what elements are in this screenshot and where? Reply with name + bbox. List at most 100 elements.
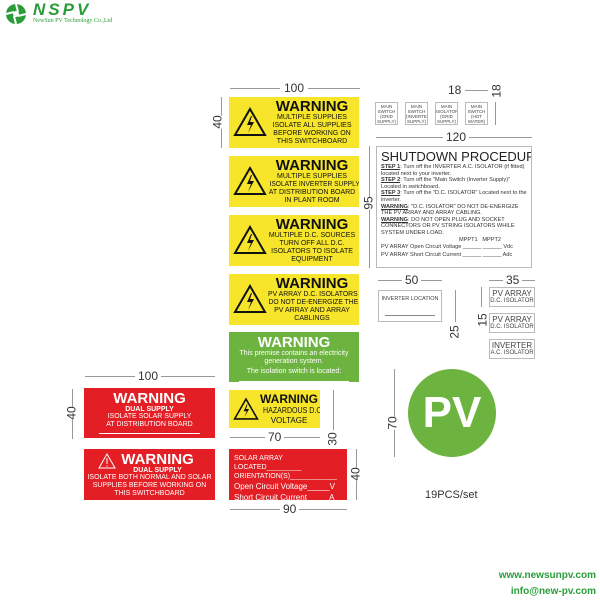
mppt2-header: MPPT2	[482, 236, 501, 243]
label-line: ISOLATE SOLAR SUPPLY	[107, 413, 192, 420]
dim-line	[481, 287, 482, 307]
warning-text: : "D.C. ISOLATOR" DO NOT DE-ENERGIZE THE…	[381, 203, 519, 217]
dim-30: 30	[325, 432, 340, 446]
electric-hazard-icon	[233, 107, 267, 136]
label-line: SUPPLY)	[377, 119, 396, 124]
blank-line	[385, 315, 435, 316]
electric-hazard-icon	[233, 166, 267, 195]
solar-array-info-label: SOLAR ARRAY LOCATED_________ ORIENTATION…	[229, 449, 347, 500]
label-line: ISOLATE INVERTER SUPPLY	[269, 181, 359, 188]
label-line: (GRID	[380, 114, 393, 119]
electric-hazard-icon	[233, 397, 259, 420]
orientation-field: ORIENTATION(S)____________	[234, 473, 337, 480]
label-text: INVERTER LOCATION	[381, 296, 439, 302]
label-title: WARNING	[275, 98, 349, 115]
electric-hazard-icon	[233, 225, 267, 254]
label-line: This premise contains an electricity gen…	[239, 350, 349, 365]
step-text: : Turn off the "D.C. ISOLATOR" Located n…	[381, 190, 527, 203]
label-line: PV ARRAY	[492, 289, 532, 298]
label-title: WARNING	[121, 451, 194, 468]
label-title: WARNING	[257, 334, 331, 351]
warning-label: WARNING	[381, 203, 409, 210]
label-line: MAIN	[440, 104, 453, 109]
dim-70: 70	[265, 430, 285, 444]
step-label: STEP 3	[381, 190, 401, 197]
brand-name: NSPV	[33, 0, 92, 19]
label-line: PV ARRAY AND ARRAY	[274, 307, 350, 314]
label-title: WARNING	[260, 392, 318, 406]
dim-line	[394, 369, 395, 457]
label-line: ISOLATORS TO ISOLATE	[271, 248, 353, 255]
label-line: INVERTER	[491, 341, 533, 350]
label-subtitle: DUAL SUPPLY	[125, 406, 174, 413]
label-line: D.C. ISOLATOR	[490, 324, 534, 330]
label-line: WATER)	[467, 119, 486, 124]
dim-90: 90	[280, 502, 300, 516]
dim-100: 100	[135, 369, 162, 383]
short-circuit-current-field: Short Circuit Current_____A	[234, 493, 335, 500]
label-line: AT DISTRIBUTION BOARD	[268, 189, 356, 196]
logo: NSPV NewSun PV Technology Co.,Ltd	[5, 0, 145, 27]
label-line: SWITCH	[377, 109, 396, 114]
hazardous-dc-label: WARNING HAZARDOUS D.C.VOLTAGE	[229, 390, 320, 428]
label-line: D.C. ISOLATOR	[490, 298, 534, 304]
label-line: MAIN	[410, 104, 423, 109]
dim-120: 120	[443, 130, 470, 144]
electric-hazard-icon	[233, 284, 267, 313]
dual-supply-label-2: WARNING DUAL SUPPLY ISOLATE BOTH NORMAL …	[84, 449, 215, 500]
shutdown-procedure-label: SHUTDOWN PROCEDURE STEP 1: Turn off the …	[376, 146, 532, 268]
solar-array-located-field: SOLAR ARRAY LOCATED_________	[234, 455, 302, 471]
label-line: VOLTAGE	[270, 416, 308, 425]
label-line: MULTIPLE D.C. SOURCES	[268, 232, 356, 239]
step-text: : Turn off the "Main Switch (Inverter Su…	[381, 177, 511, 190]
blank-line	[239, 381, 349, 382]
warning-text: : DO NOT OPEN PLUG AND SOCKET CONNECTORS…	[381, 216, 515, 236]
label-line: ISOLATE ALL SUPPLIES	[272, 122, 352, 129]
label-title: WARNING	[275, 216, 349, 233]
label-line: ISOLATE BOTH NORMAL AND SOLAR	[87, 474, 212, 481]
label-line: (INVERTER	[406, 114, 428, 119]
dim-line	[465, 90, 488, 91]
email-link[interactable]: info@new-pv.com	[510, 586, 596, 597]
mppt1-header: MPPT1	[459, 236, 478, 243]
green-warning-label: WARNING This premise contains an electri…	[229, 332, 359, 382]
label-line: BEFORE WORKING ON	[273, 130, 351, 137]
label-line: SWITCH	[467, 109, 486, 114]
inverter-location-label: INVERTER LOCATION	[378, 290, 442, 322]
dim-100: 100	[280, 81, 309, 95]
label-line: HAZARDOUS D.C.	[263, 406, 320, 415]
warning-triangle-icon	[98, 453, 116, 469]
label-line: SUPPLY)	[407, 119, 426, 124]
open-circuit-voltage-row: PV ARRAY Open Circuit Voltage ______ ___…	[381, 244, 513, 251]
label-line: MULTIPLE SUPPLIES	[277, 173, 347, 180]
dim-18: 18	[448, 83, 462, 97]
company-name: NewSun PV Technology Co.,Ltd	[33, 18, 113, 24]
dim-40: 40	[210, 115, 225, 129]
dim-70: 70	[385, 416, 400, 430]
dim-95: 95	[361, 196, 376, 210]
label-line: SUPPLY)	[437, 119, 456, 124]
dual-supply-label-1: WARNING DUAL SUPPLY ISOLATE SOLAR SUPPLY…	[84, 388, 215, 438]
website-link[interactable]: www.newsunpv.com	[498, 570, 596, 581]
blank-line	[99, 433, 200, 434]
label-line: SUPPLIES BEFORE WORKING ON	[92, 482, 207, 489]
label-line: AT DISTRIBUTION BOARD	[106, 421, 193, 428]
label-line: TURN OFF ALL D.C.	[279, 240, 345, 247]
dim-40: 40	[348, 467, 363, 481]
label-title: WARNING	[275, 275, 349, 292]
dim-18: 18	[489, 84, 504, 98]
label-line: A.C. ISOLATOR	[490, 350, 534, 356]
warning-label: WARNING	[381, 216, 409, 223]
label-subtitle: DUAL SUPPLY	[133, 467, 182, 474]
logo-fan-icon	[5, 3, 27, 25]
set-count: 19PCS/set	[425, 489, 478, 501]
